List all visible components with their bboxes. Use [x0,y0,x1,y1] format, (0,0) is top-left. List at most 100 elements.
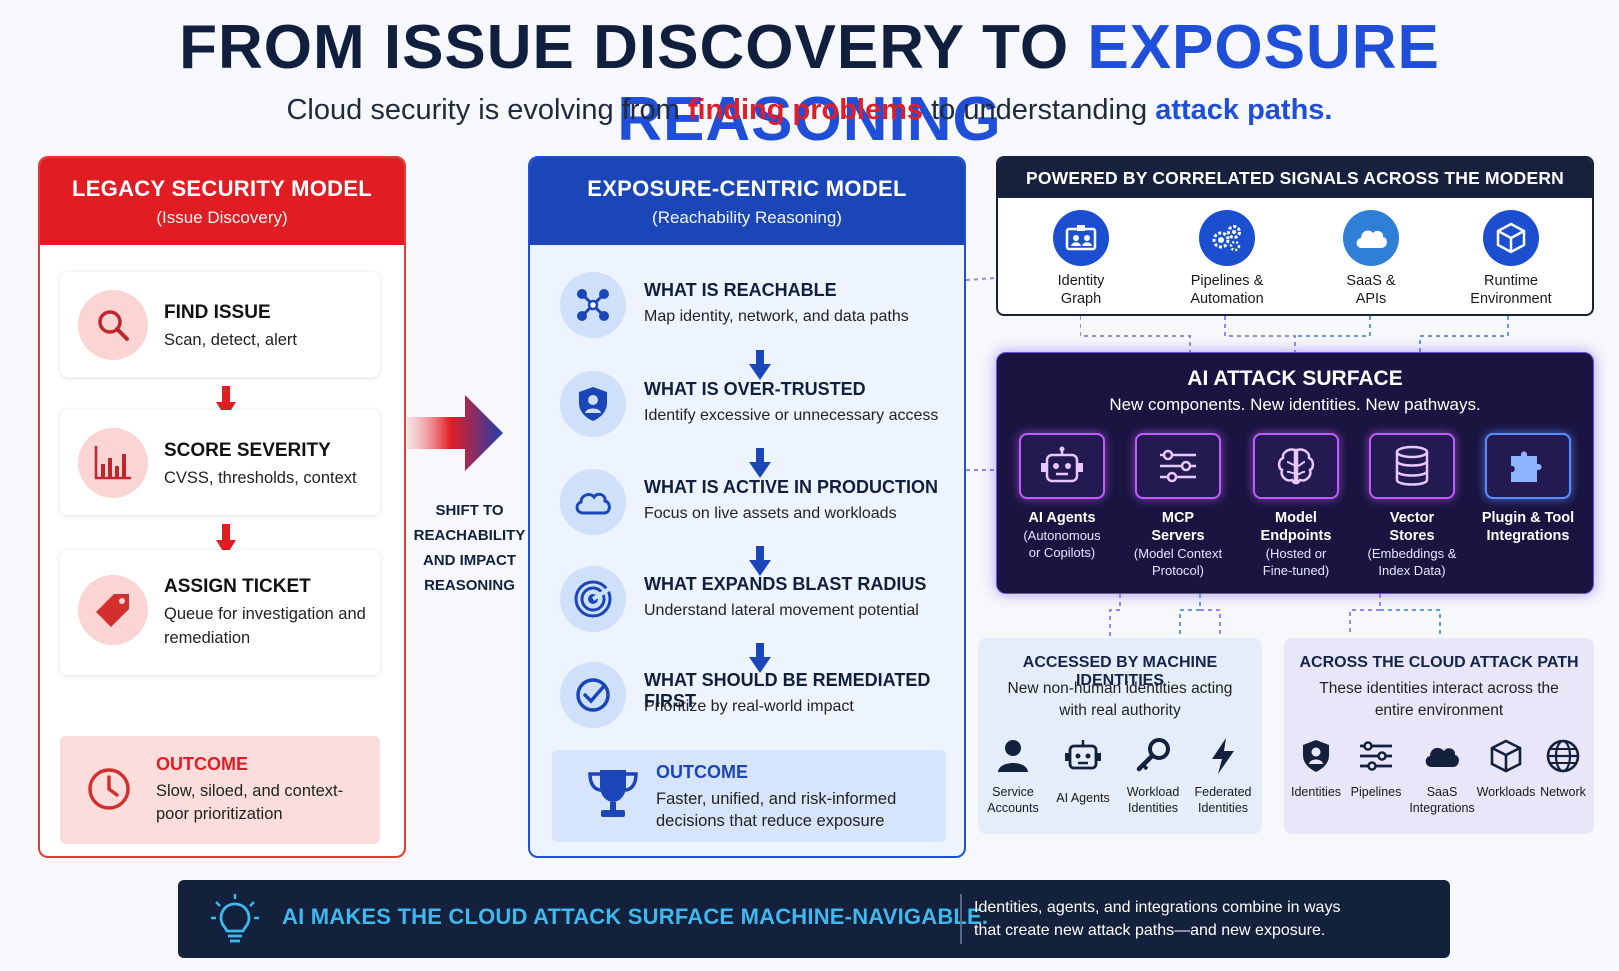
dashed-connector [966,277,997,471]
ai-item-desc: (Model Context [1133,546,1223,561]
cloudpath-item-label: Pipelines [1350,785,1402,799]
outcome-desc: Faster, unified, and risk-informed [656,790,897,808]
ai-item-name: Endpoints [1260,528,1332,544]
exposure-subtitle: (Reachability Reasoning) [652,208,842,227]
bottom-desc-line: Identities, agents, and integrations com… [974,899,1341,916]
signal-label: Graph [1060,291,1102,307]
shift-arrow-icon [407,395,503,471]
legacy-outcome: OUTCOME Slow, siloed, and context-poor p… [60,736,380,844]
ai-item-name: Plugin & Tool [1481,510,1575,526]
ai-item-name: Model [1275,510,1317,526]
ai-item-mcp-servers: MCP Servers (Model Context Protocol) [1119,433,1237,579]
lightning-icon [1188,736,1258,776]
step-title: WHAT IS ACTIVE IN PRODUCTION [644,477,938,497]
exposure-step-reachable: WHAT IS REACHABLE Map identity, network,… [560,272,960,342]
cube-icon [1476,736,1536,776]
machine-item-federated-identities: Federated Identities [1188,736,1258,816]
machine-item-label: Workload [1126,785,1180,799]
ai-item-desc: Fine-tuned) [1262,563,1330,578]
shift-line: AND IMPACT [422,552,517,569]
step-desc: Scan, detect, alert [164,331,297,349]
bottom-banner: AI MAKES THE CLOUD ATTACK SURFACE MACHIN… [178,880,1450,958]
down-arrow-icon [216,524,236,556]
down-arrow-icon [749,546,771,576]
machine-item-label: AI Agents [1056,791,1110,805]
title-part-1: FROM ISSUE DISCOVERY TO [179,13,1088,82]
legacy-model-panel: LEGACY SECURITY MODEL (Issue Discovery) … [38,156,406,858]
sliders-icon [1135,433,1221,499]
ai-item-agents: AI Agents (Autonomous or Copilots) [1003,433,1121,561]
signal-label: Runtime [1484,273,1538,289]
gears-icon [1199,210,1255,266]
exposure-step-remediate-first: WHAT SHOULD BE REMEDIATED FIRST Prioriti… [560,662,960,732]
step-title: ASSIGN TICKET [164,576,311,597]
cloudpath-item-label: Identities [1290,785,1342,799]
shift-line: REACHABILITY [413,527,526,544]
machine-item-label: Identities [1127,801,1179,815]
cloudpath-item-label: SaaS [1426,785,1458,799]
machine-desc-line: with real authority [1059,702,1181,719]
machine-item-label: Accounts [987,801,1039,815]
machine-title: ACCESSED BY MACHINE IDENTITIES [1022,654,1218,689]
legacy-step-assign-ticket: ASSIGN TICKET Queue for investigation an… [60,550,380,675]
outcome-desc: decisions that reduce exposure [656,812,885,830]
ai-item-desc: Protocol) [1151,563,1205,578]
step-title: WHAT EXPANDS BLAST RADIUS [644,574,927,594]
subtitle-blue: attack paths. [1155,94,1333,126]
down-arrow-icon [749,448,771,478]
magnifier-icon [78,290,148,360]
legacy-header: LEGACY SECURITY MODEL (Issue Discovery) [40,158,404,245]
pipeline-icon [1346,736,1406,776]
signal-label: SaaS & [1346,273,1396,289]
cloudpath-desc-line: These identities interact across the [1319,680,1559,697]
exposure-step-over-trusted: WHAT IS OVER-TRUSTED Identify excessive … [560,371,960,441]
ai-item-name: Servers [1151,528,1205,544]
title-part-2: EXPOSURE REASONING [617,13,1440,154]
down-arrow-icon [749,350,771,380]
machine-desc-line: New non-human identities acting [1007,680,1233,697]
ai-item-desc: Index Data) [1378,563,1446,578]
exposure-model-panel: EXPOSURE-CENTRIC MODEL (Reachability Rea… [528,156,966,858]
key-icon [1118,736,1188,776]
subtitle-red: finding problems [687,94,924,126]
step-desc: Identify excessive or unnecessary access [644,407,939,424]
cloudpath-item-pipelines: Pipelines [1346,736,1406,800]
ai-surface-title: AI ATTACK SURFACE [1187,367,1403,390]
user-icon [978,736,1048,776]
ai-surface-subtitle: New components. New identities. New path… [1109,395,1481,414]
ai-attack-surface-panel: AI ATTACK SURFACE New components. New id… [996,352,1594,594]
signal-pipelines: Pipelines & Automation [1162,210,1292,308]
cloudpath-item-label: Network [1540,785,1586,799]
ai-item-name: AI Agents [1028,510,1096,526]
brain-icon [1253,433,1339,499]
step-desc: Map identity, network, and data paths [644,308,909,325]
ai-item-name: Vector [1389,510,1435,526]
robot-icon [1019,433,1105,499]
step-title: FIND ISSUE [164,302,271,323]
machine-item-service-accounts: Service Accounts [978,736,1048,816]
cloudpath-desc: These identities interact across the ent… [1294,678,1584,722]
cloud-icon [1404,736,1480,776]
cloudpath-item-label: Workloads [1476,785,1536,799]
ai-item-desc: (Embeddings & [1367,546,1457,561]
machine-item-label: Federated [1194,785,1252,799]
cloudpath-item-identities: Identities [1284,736,1348,800]
radius-icon [560,566,626,632]
bar-chart-icon [78,428,148,498]
signal-label: Automation [1190,291,1264,307]
machine-identities-panel: ACCESSED BY MACHINE IDENTITIES New non-h… [978,638,1262,834]
step-desc: Focus on live assets and workloads [644,505,897,522]
step-desc: Queue for investigation and remediation [164,605,366,647]
puzzle-icon [1485,433,1571,499]
check-circle-icon [560,662,626,728]
step-title: WHAT IS REACHABLE [644,280,837,300]
cloudpath-title: ACROSS THE CLOUD ATTACK PATH [1299,654,1579,671]
legacy-step-find-issue: FIND ISSUE Scan, detect, alert [60,272,380,377]
clock-icon [88,768,130,810]
dashed-connector [1109,594,1441,636]
ai-item-model-endpoints: Model Endpoints (Hosted or Fine-tuned) [1237,433,1355,579]
database-icon [1369,433,1455,499]
step-title: WHAT IS OVER-TRUSTED [644,379,866,399]
ai-item-desc: (Autonomous [1023,528,1101,543]
step-desc: CVSS, thresholds, context [164,469,357,487]
